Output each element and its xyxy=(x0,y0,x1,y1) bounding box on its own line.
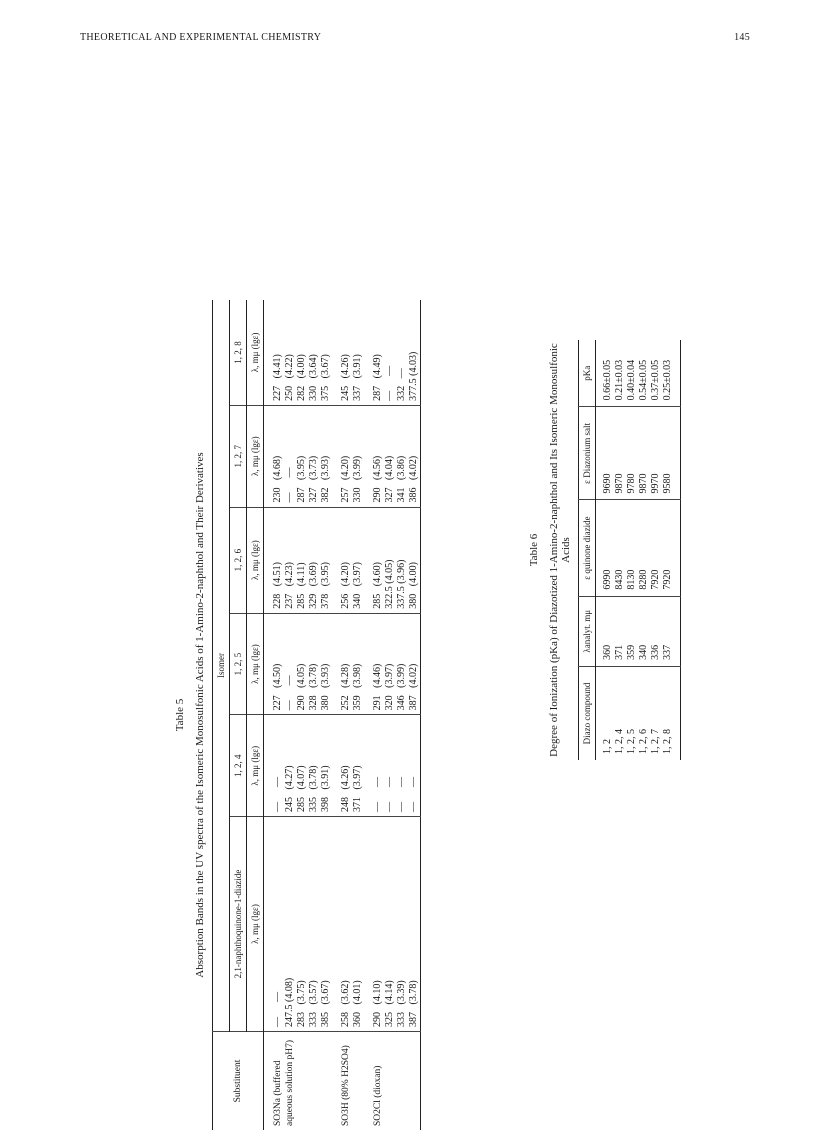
table5-subheader: λ, mμ (lgε) xyxy=(247,507,264,613)
table6-row: 1, 2, 7 336 7920 9970 0.37±0.05 xyxy=(650,340,662,760)
table5-label: Table 5 xyxy=(174,300,186,1130)
table6-cell: 336 xyxy=(650,596,662,666)
table6-cell: 337 xyxy=(662,596,681,666)
table6-caption: Degree of Ionization (pKa) of Diazotized… xyxy=(548,340,572,760)
table6-cell: 9690 xyxy=(596,407,615,500)
table6-cell: 0.21±0.03 xyxy=(614,340,626,407)
table5-cell: 252 (4.28) 359 (3.98) xyxy=(332,613,364,715)
table6-cell: 9870 xyxy=(614,407,626,500)
table6-cell: 0.66±0.05 xyxy=(596,340,615,407)
table5-group-header: 2,1-naphthoquinone-1-diazide xyxy=(230,817,247,1032)
table6-cell: 9780 xyxy=(626,407,638,500)
table6-cell: 8280 xyxy=(638,500,650,596)
table6-header: ε quinone diazide xyxy=(579,500,596,596)
table6-cell: 9580 xyxy=(662,407,681,500)
table6-cell: 371 xyxy=(614,596,626,666)
table5-cell: 256 (4.20) 340 (3.97) xyxy=(332,507,364,613)
table6-cell: 1, 2, 4 xyxy=(614,666,626,760)
table5-subheader: λ, mμ (lgε) xyxy=(247,613,264,715)
table5-cell: — — 247.5 (4.08) 283 (3.75) 333 (3.57) 3… xyxy=(264,817,333,1032)
table5-group-header: 1, 2, 7 xyxy=(230,405,247,507)
table6-cell: 340 xyxy=(638,596,650,666)
running-title: THEORETICAL AND EXPERIMENTAL CHEMISTRY xyxy=(80,32,321,43)
table5-isomer-header: Isomer xyxy=(213,300,230,1032)
table6-header: Diazo compound xyxy=(579,666,596,760)
table5-row: SO2Cl (dioxan) 290 (4.10) 325 (4.14) 333… xyxy=(364,300,421,1130)
table5-cell: — — — — — — — — xyxy=(364,715,421,817)
table6-cell: 8430 xyxy=(614,500,626,596)
table6-cell: 1, 2, 5 xyxy=(626,666,638,760)
table5-group-header: 1, 2, 4 xyxy=(230,715,247,817)
table5-row: SO3Na (buffered aqueous solution pH7) — … xyxy=(264,300,333,1130)
table6-cell: 7920 xyxy=(650,500,662,596)
table5-cell: 290 (4.10) 325 (4.14) 333 (3.39) 387 (3.… xyxy=(364,817,421,1032)
table5-subheader: λ, mμ (lgε) xyxy=(247,715,264,817)
table5-cell: 287 (4.49) — — 332 — 377.5 (4.03) xyxy=(364,300,421,405)
table6-cell: 0.25±0.03 xyxy=(662,340,681,407)
table6-cell: 1, 2, 8 xyxy=(662,666,681,760)
table5-subheader: λ, mμ (lgε) xyxy=(247,405,264,507)
table5-cell: 290 (4.56) 327 (4.04) 341 (3.86) 386 (4.… xyxy=(364,405,421,507)
table5-subheader: λ, mμ (lgε) xyxy=(247,300,264,405)
table6-row: 1, 2, 8 337 7920 9580 0.25±0.03 xyxy=(662,340,681,760)
table5-substituent: SO3H (80% H2SO4) xyxy=(332,1032,364,1130)
table5-cell: — — 245 (4.27) 285 (4.07) 335 (3.78) 398… xyxy=(264,715,333,817)
page-number: 145 xyxy=(734,32,750,43)
table6-cell: 0.54±0.05 xyxy=(638,340,650,407)
table6-cell: 1, 2 xyxy=(596,666,615,760)
table5-substituent: SO3Na (buffered aqueous solution pH7) xyxy=(264,1032,333,1130)
table6-row: 1, 2 360 6990 9690 0.66±0.05 xyxy=(596,340,615,760)
table6: Diazo compound λanalyt. mμ ε quinone dia… xyxy=(578,340,681,760)
table5-substituent-header: Substituent xyxy=(213,1032,264,1130)
table6-cell: 7920 xyxy=(662,500,681,596)
table6-header: pKa xyxy=(579,340,596,407)
table6-row: 1, 2, 6 340 8280 9870 0.54±0.05 xyxy=(638,340,650,760)
table6-block: Table 6 Degree of Ionization (pKa) of Di… xyxy=(528,340,698,760)
table6-cell: 6990 xyxy=(596,500,615,596)
table6-cell: 9970 xyxy=(650,407,662,500)
table6-cell: 9870 xyxy=(638,407,650,500)
table5-cell: 248 (4.26) 371 (3.97) xyxy=(332,715,364,817)
table6-row: 1, 2, 5 359 8130 9780 0.40±0.04 xyxy=(626,340,638,760)
table5-block: Table 5 Absorption Bands in the UV spect… xyxy=(174,300,474,1130)
table6-cell: 0.40±0.04 xyxy=(626,340,638,407)
table5-cell: 227 (4.50) — — 290 (4.05) 328 (3.78) 380… xyxy=(264,613,333,715)
table5-cell: 227 (4.41) 250 (4.22) 282 (4.00) 330 (3.… xyxy=(264,300,333,405)
table6-cell: 1, 2, 7 xyxy=(650,666,662,760)
table5-group-header: 1, 2, 8 xyxy=(230,300,247,405)
table6-header: ε Diazonium salt xyxy=(579,407,596,500)
table6-cell: 360 xyxy=(596,596,615,666)
table5-cell: 258 (3.62) 360 (4.01) xyxy=(332,817,364,1032)
table5: Substituent Isomer 2,1-naphthoquinone-1-… xyxy=(212,300,421,1130)
table6-header: λanalyt. mμ xyxy=(579,596,596,666)
table6-cell: 0.37±0.05 xyxy=(650,340,662,407)
table5-cell: 245 (4.26) 337 (3.91) xyxy=(332,300,364,405)
table5-group-header: 1, 2, 6 xyxy=(230,507,247,613)
table5-cell: 230 (4.68) — — 287 (3.95) 327 (3.73) 382… xyxy=(264,405,333,507)
table5-subheader: λ, mμ (lgε) xyxy=(247,817,264,1032)
table5-cell: 285 (4.60) 322.5 (4.05) 337.5 (3.96) 380… xyxy=(364,507,421,613)
table5-cell: 291 (4.46) 320 (3.97) 346 (3.99) 387 (4.… xyxy=(364,613,421,715)
table6-cell: 359 xyxy=(626,596,638,666)
table5-row: SO3H (80% H2SO4) 258 (3.62) 360 (4.01) 2… xyxy=(332,300,364,1130)
table6-cell: 1, 2, 6 xyxy=(638,666,650,760)
table6-row: 1, 2, 4 371 8430 9870 0.21±0.03 xyxy=(614,340,626,760)
table6-cell: 8130 xyxy=(626,500,638,596)
table5-caption: Absorption Bands in the UV spectra of th… xyxy=(194,300,206,1130)
table6-label: Table 6 xyxy=(528,340,540,760)
table5-cell: 228 (4.51) 237 (4.23) 285 (4.11) 329 (3.… xyxy=(264,507,333,613)
table5-group-header: 1, 2, 5 xyxy=(230,613,247,715)
table5-cell: 257 (4.20) 330 (3.99) xyxy=(332,405,364,507)
table5-substituent: SO2Cl (dioxan) xyxy=(364,1032,421,1130)
